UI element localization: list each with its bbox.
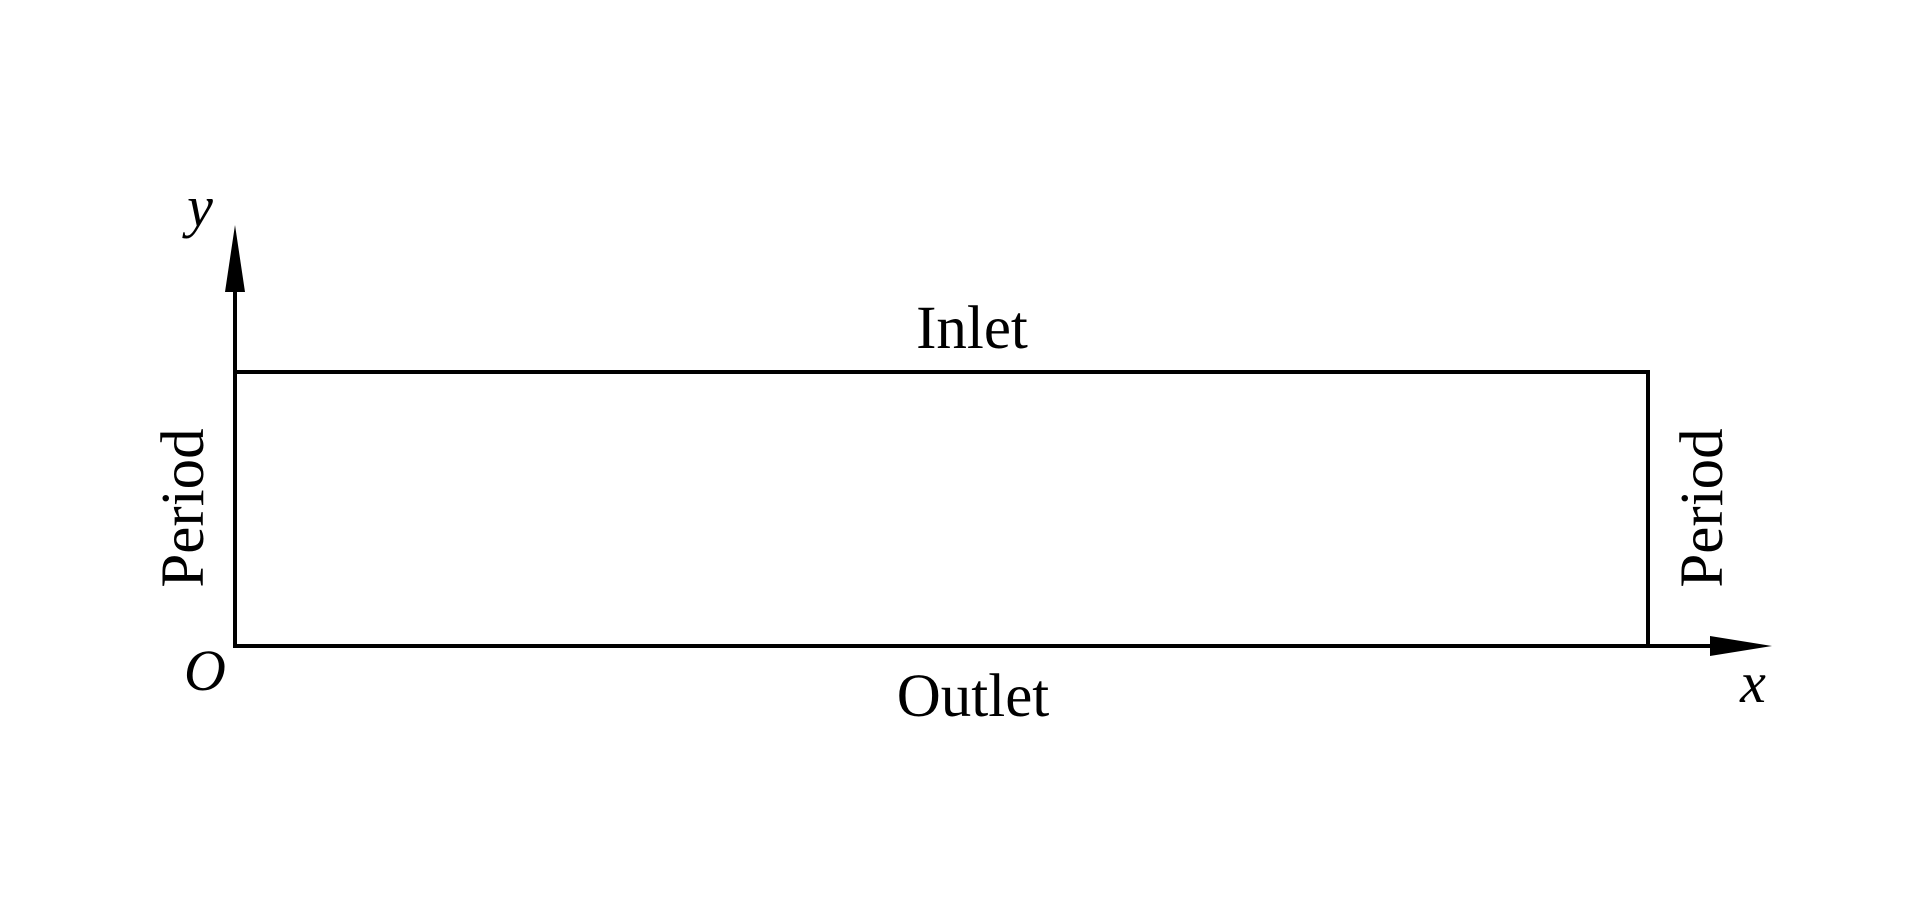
x-axis-arrowhead [1710, 636, 1772, 656]
left-period-label: Period [150, 428, 217, 587]
right-period-label: Period [1669, 428, 1736, 587]
y-axis-arrowhead [225, 225, 245, 292]
inlet-label: Inlet [916, 295, 1028, 362]
y-axis-label: y [182, 174, 213, 239]
outlet-label: Outlet [897, 663, 1050, 730]
origin-label: O [184, 638, 226, 703]
x-axis-label: x [1739, 650, 1766, 715]
